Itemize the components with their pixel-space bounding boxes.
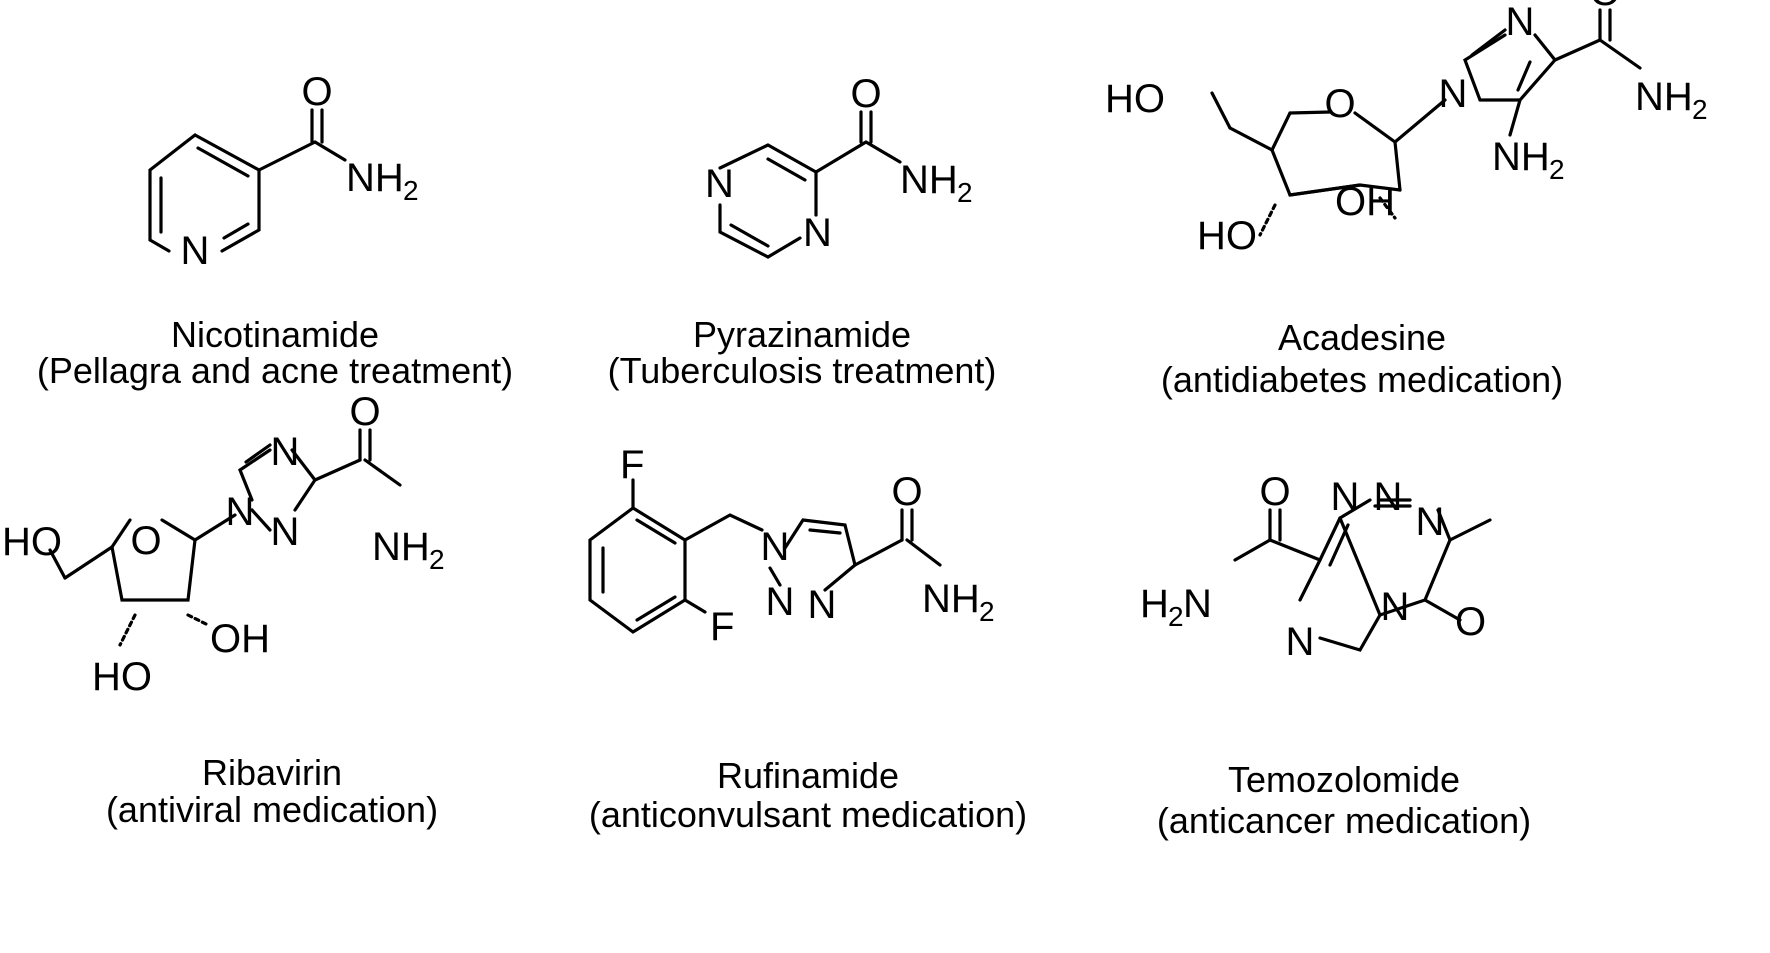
atom-n: N: [226, 490, 255, 534]
structure-acadesine: HO O HO OH N N O NH 2 NH 2: [1105, 0, 1708, 258]
atom-oh: OH: [1335, 180, 1395, 224]
atom-o: O: [850, 72, 881, 116]
atom-n: N: [1183, 582, 1212, 626]
atom-oh: OH: [210, 617, 270, 661]
atom-f: F: [620, 443, 644, 487]
atom-n: N: [808, 583, 837, 627]
atom-n: N: [1439, 72, 1468, 116]
atom-n: N: [766, 580, 795, 624]
atom-n: N: [1381, 585, 1410, 629]
atom-h: H: [1140, 582, 1169, 626]
atom-nh: NH: [922, 577, 980, 621]
atom-o: O: [1455, 600, 1486, 644]
atom-ho: HO: [1197, 214, 1257, 258]
atom-o: O: [349, 390, 380, 434]
subscript-2: 2: [429, 544, 445, 575]
atom-n: N: [1416, 500, 1445, 544]
atom-o: O: [1324, 82, 1355, 126]
atom-n: N: [271, 510, 300, 554]
atom-f: F: [710, 605, 734, 649]
atom-o: O: [1589, 0, 1620, 14]
structure-temozolomide: N N N N N O O H 2 N: [1140, 470, 1492, 664]
atom-o: O: [301, 70, 332, 114]
atom-n: N: [803, 211, 832, 255]
caption-use: (Pellagra and acne treatment): [37, 350, 513, 391]
atom-nh: NH: [900, 158, 958, 202]
atom-n: N: [1374, 475, 1403, 519]
atom-n: N: [1506, 0, 1535, 44]
atom-o: O: [130, 519, 161, 563]
subscript-2: 2: [1692, 94, 1708, 125]
structure-pyrazinamide: N N O NH 2: [705, 72, 973, 259]
atom-nh: NH: [1635, 75, 1693, 119]
caption-use: (anticonvulsant medication): [589, 794, 1027, 835]
caption-name: Nicotinamide: [171, 314, 379, 355]
caption-name: Rufinamide: [717, 755, 899, 796]
captions: Nicotinamide (Pellagra and acne treatmen…: [37, 314, 1563, 841]
atom-n: N: [705, 162, 734, 206]
atom-ho: HO: [92, 655, 152, 699]
structure-nicotinamide: N O NH 2: [148, 70, 419, 273]
caption-use: (antiviral medication): [106, 789, 438, 830]
structure-rufinamide: F F N N N O NH 2: [588, 443, 995, 649]
atom-nh: NH: [372, 525, 430, 569]
caption-use: (antidiabetes medication): [1161, 359, 1563, 400]
atom-n: N: [761, 525, 790, 569]
subscript-2: 2: [979, 596, 995, 627]
atom-nh: NH: [346, 156, 404, 200]
atom-n: N: [1331, 475, 1360, 519]
atom-n: N: [1286, 620, 1315, 664]
subscript-2: 2: [403, 175, 419, 206]
atom-ho: HO: [1105, 77, 1165, 121]
caption-name: Acadesine: [1278, 317, 1446, 358]
atom-n: N: [181, 229, 210, 273]
atom-n: N: [271, 430, 300, 474]
caption-use: (anticancer medication): [1157, 800, 1531, 841]
subscript-2: 2: [957, 177, 973, 208]
atom-nh: NH: [1492, 135, 1550, 179]
subscript-2: 2: [1168, 601, 1184, 632]
caption-name: Temozolomide: [1228, 759, 1460, 800]
caption-name: Ribavirin: [202, 752, 342, 793]
structure-ribavirin: HO O HO OH N N N O NH 2: [2, 390, 445, 699]
caption-use: (Tuberculosis treatment): [608, 350, 997, 391]
caption-name: Pyrazinamide: [693, 314, 911, 355]
subscript-2: 2: [1549, 154, 1565, 185]
atom-ho: HO: [2, 520, 62, 564]
atom-o: O: [891, 470, 922, 514]
atom-o: O: [1259, 470, 1290, 514]
